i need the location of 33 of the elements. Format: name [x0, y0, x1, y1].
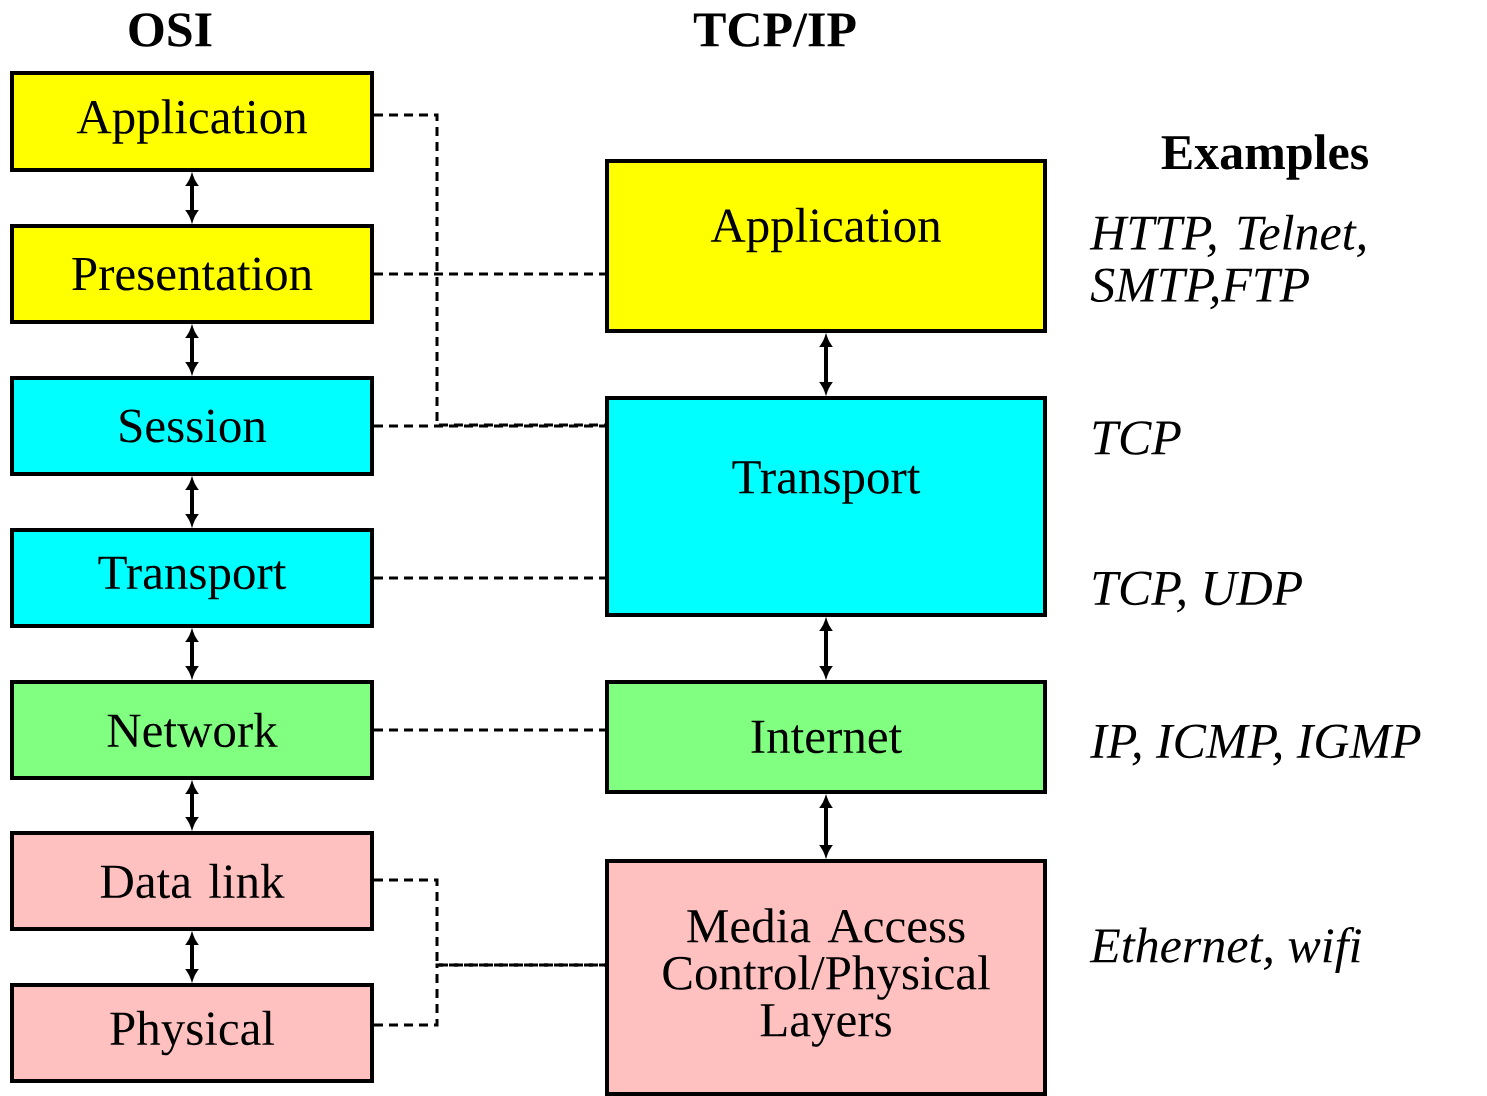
arrow	[186, 327, 198, 373]
layer-box: Data link	[10, 831, 374, 931]
layer-box: Presentation	[10, 224, 374, 324]
arrow	[186, 631, 198, 677]
arrow	[820, 336, 832, 393]
arrow	[186, 934, 198, 980]
dashed-connector	[374, 728, 605, 732]
arrow	[820, 620, 832, 677]
column-heading: TCP/IP	[693, 13, 856, 47]
dashed-connector	[374, 272, 605, 276]
layer-box: Media Access Control/Physical Layers	[605, 859, 1047, 1096]
layer-box: Application	[10, 71, 374, 172]
protocol-examples: Ethernet, wifi	[1089, 927, 1361, 973]
dashed-connector	[374, 963, 605, 1027]
dashed-connector	[374, 424, 605, 428]
dashed-connector	[374, 576, 605, 580]
protocol-examples: TCP, UDP	[1093, 571, 1302, 613]
arrow	[186, 175, 198, 221]
protocol-examples: TCP	[1093, 421, 1181, 455]
column-heading: Examples	[1161, 134, 1368, 180]
protocol-examples: HTTP, Telnet, SMTP,FTP	[1089, 214, 1365, 310]
layer-box: Transport	[605, 396, 1047, 617]
layer-box: Transport	[10, 528, 374, 628]
layer-box: Physical	[10, 983, 374, 1083]
arrow	[186, 479, 198, 525]
protocol-examples: IP, ICMP, IGMP	[1090, 724, 1421, 766]
dashed-connector	[374, 113, 605, 427]
layer-box: Session	[10, 376, 374, 476]
layer-box: Application	[605, 159, 1047, 333]
arrow	[186, 783, 198, 828]
layer-box: Network	[10, 680, 374, 780]
layer-box: Internet	[605, 680, 1047, 794]
arrow	[820, 797, 832, 856]
